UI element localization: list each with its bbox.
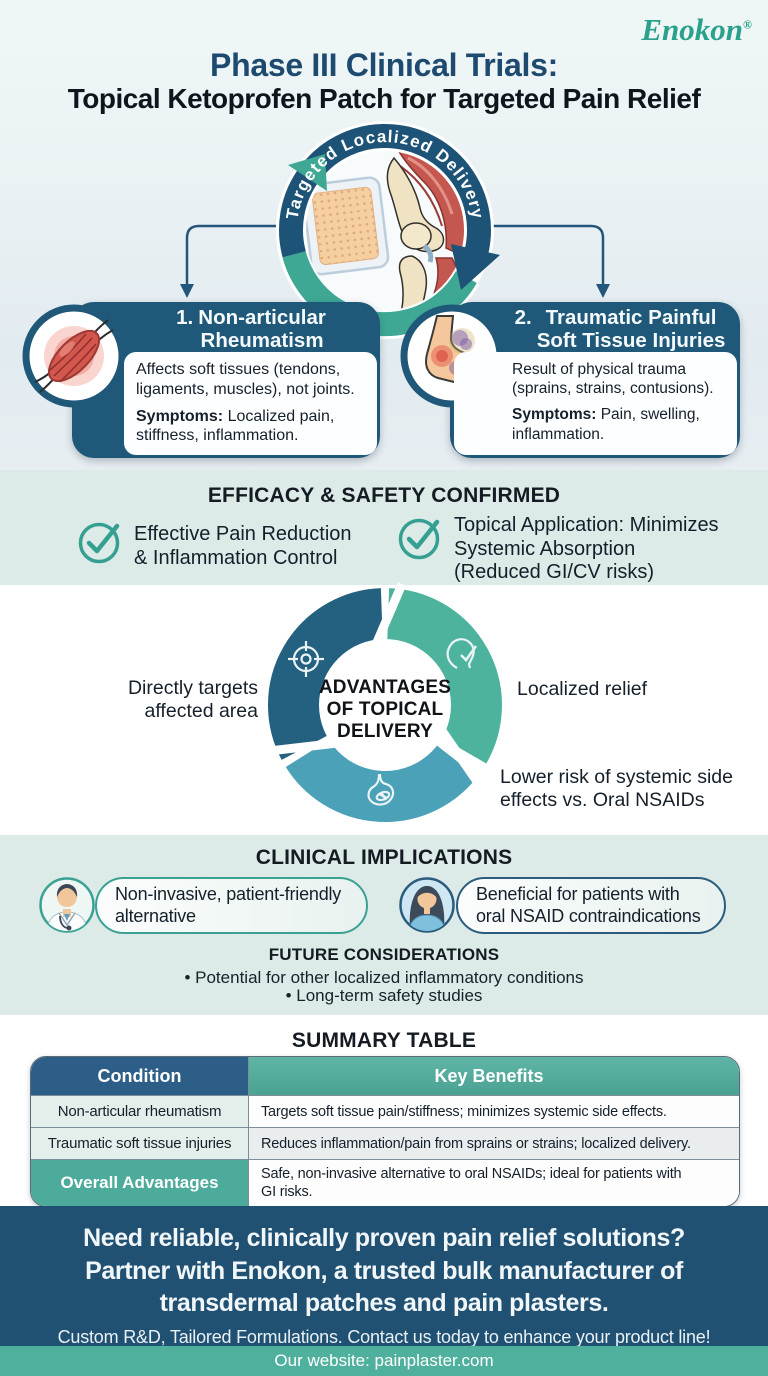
check-circle-icon — [78, 522, 120, 564]
advantage-label-targets: Directly targets affected area — [96, 677, 258, 724]
condition-name-line: Soft Tissue Injuries — [536, 328, 726, 352]
cell-condition: Overall Advantages — [31, 1160, 249, 1206]
description-line: Result of physical trauma — [512, 361, 687, 378]
brand-logo: Enokon® — [641, 12, 752, 48]
efficacy-line: (Reduced GI/CV risks) — [454, 561, 655, 584]
future-bullet: • Potential for other localized inflamma… — [184, 968, 584, 987]
cta-heading: Need reliable, clinically proven pain re… — [0, 1222, 768, 1320]
center-line: ADVANTAGES — [318, 677, 452, 698]
table-row: Non-articular rheumatism Targets soft ti… — [31, 1095, 739, 1127]
cell-benefit: Targets soft tissue pain/stiffness; mini… — [249, 1096, 739, 1127]
condition-number: 1. — [176, 306, 194, 329]
label-line: effects vs. Oral NSAIDs — [500, 789, 705, 812]
center-line: OF TOPICAL — [326, 699, 444, 721]
website-footer: Our website: painplaster.com — [0, 1346, 768, 1376]
advantages-ring-diagram — [265, 582, 505, 825]
clinical-item-nsaid-contraindications: Beneficial for patients with oral NSAID … — [456, 877, 726, 934]
segment-teal — [386, 588, 502, 764]
condition-name-line: Traumatic Painful — [545, 306, 717, 329]
condition-title: 2. Traumatic Painful Soft Tissue Injurie… — [506, 306, 734, 352]
efficacy-title: EFFICACY & SAFETY CONFIRMED — [207, 484, 561, 507]
benefit-line: Safe, non-invasive alternative to oral N… — [261, 1166, 682, 1182]
registered-mark: ® — [743, 17, 752, 32]
column-header-condition: Condition — [31, 1057, 249, 1095]
condition-card-rheumatism: 1. Non-articular Rheumatism Affects soft… — [22, 302, 380, 458]
efficacy-item-2: Topical Application: Minimizes Systemic … — [454, 514, 754, 585]
efficacy-line: Effective Pain Reduction — [134, 523, 352, 545]
page-title-line2: Topical Ketoprofen Patch for Targeted Pa… — [67, 83, 701, 114]
description-line: Affects soft tissues (tendons, — [136, 361, 341, 378]
condition-description-panel: Result of physical trauma (sprains, stra… — [454, 352, 737, 455]
table-row: Overall Advantages Safe, non-invasive al… — [31, 1159, 739, 1206]
symptoms-value: Pain, swelling, inflammation. — [512, 406, 700, 443]
cta-line: Need reliable, clinically proven pain re… — [83, 1224, 685, 1252]
cta-subtext: Custom R&D, Tailored Formulations. Conta… — [57, 1326, 711, 1347]
table-header-row: Condition Key Benefits — [31, 1057, 739, 1095]
condition-description-panel: Affects soft tissues (tendons, ligaments… — [124, 352, 377, 455]
cell-condition: Non-articular rheumatism — [31, 1096, 249, 1127]
efficacy-line: & Inflammation Control — [134, 546, 338, 569]
summary-table: Condition Key Benefits Non-articular rhe… — [30, 1056, 740, 1207]
label-line: affected area — [144, 700, 258, 723]
muscle-inflammation-icon — [22, 304, 126, 408]
advantages-center-label: ADVANTAGES OF TOPICAL DELIVERY — [305, 677, 465, 743]
summary-section: SUMMARY TABLE Condition Key Benefits Non… — [0, 1015, 768, 1207]
summary-title: SUMMARY TABLE — [291, 1029, 477, 1052]
head-check-icon — [446, 638, 478, 669]
label-line: Localized relief — [517, 678, 648, 700]
advantage-label-localized: Localized relief — [517, 678, 737, 701]
pill-line: alternative — [115, 905, 196, 926]
target-icon — [288, 641, 324, 677]
segment-light-blue — [285, 738, 478, 822]
advantage-label-lower-risk: Lower risk of systemic side effects vs. … — [500, 766, 755, 813]
symptoms-value: Localized pain, stiffness, inflammation. — [136, 407, 335, 445]
label-line: Directly targets — [127, 677, 258, 699]
clinical-implications-section: CLINICAL IMPLICATIONS Non-invasi — [0, 835, 768, 1015]
pill-line: Beneficial for patients with — [476, 883, 680, 904]
cell-condition: Traumatic soft tissue injuries — [31, 1128, 249, 1159]
efficacy-item-1: Effective Pain Reduction & Inflammation … — [134, 523, 384, 570]
future-considerations-title: FUTURE CONSIDERATIONS — [268, 945, 500, 964]
page-title-line1: Phase III Clinical Trials: — [210, 47, 558, 83]
column-header-key-benefits: Key Benefits — [249, 1057, 739, 1095]
cta-section: Need reliable, clinically proven pain re… — [0, 1206, 768, 1347]
symptoms-label: Symptoms: — [136, 407, 224, 425]
clinical-item-noninvasive: Non-invasive, patient-friendly alternati… — [95, 877, 368, 934]
efficacy-section: EFFICACY & SAFETY CONFIRMED Effective Pa… — [0, 470, 768, 585]
pill-line: oral NSAID contraindications — [476, 905, 701, 926]
condition-title: 1. Non-articular Rheumatism — [128, 306, 374, 352]
description-line: ligaments, muscles), not joints. — [136, 380, 355, 398]
benefit-line: GI risks. — [261, 1184, 313, 1201]
doctor-avatar — [38, 876, 96, 934]
symptoms-text: Symptoms: Localized pain, stiffness, inf… — [136, 407, 375, 447]
condition-name-line: Rheumatism — [200, 328, 324, 352]
cell-benefit: Safe, non-invasive alternative to oral N… — [249, 1160, 739, 1206]
center-line: DELIVERY — [337, 721, 433, 743]
description-line: (sprains, strains, contusions). — [512, 380, 714, 398]
future-bullet: • Long-term safety studies — [285, 986, 483, 1005]
cta-line: transdermal patches and pain plasters. — [159, 1289, 609, 1317]
pill-line: Non-invasive, patient-friendly — [115, 883, 342, 904]
efficacy-line: Systemic Absorption — [454, 537, 636, 560]
check-circle-icon — [398, 518, 440, 560]
cell-benefit: Reduces inflammation/pain from sprains o… — [249, 1128, 739, 1159]
clinical-title: CLINICAL IMPLICATIONS — [255, 846, 513, 869]
efficacy-line: Topical Application: Minimizes — [454, 514, 719, 536]
condition-number: 2. — [514, 306, 532, 329]
symptoms-label: Symptoms: — [512, 406, 597, 424]
patient-avatar — [398, 876, 456, 934]
brand-name: Enokon — [641, 12, 744, 47]
segment-dark-blue — [268, 588, 384, 760]
label-line: Lower risk of systemic side — [500, 766, 733, 788]
condition-card-soft-tissue-injuries: 2. Traumatic Painful Soft Tissue Injurie… — [400, 302, 740, 458]
website-text: Our website: painplaster.com — [274, 1351, 494, 1370]
symptoms-text: Symptoms: Pain, swelling, inflammation. — [512, 405, 735, 443]
cta-line: Partner with Enokon, a trusted bulk manu… — [85, 1256, 683, 1285]
condition-name-line: Non-articular — [198, 306, 326, 329]
table-row: Traumatic soft tissue injuries Reduces i… — [31, 1127, 739, 1159]
stomach-icon — [367, 773, 395, 806]
